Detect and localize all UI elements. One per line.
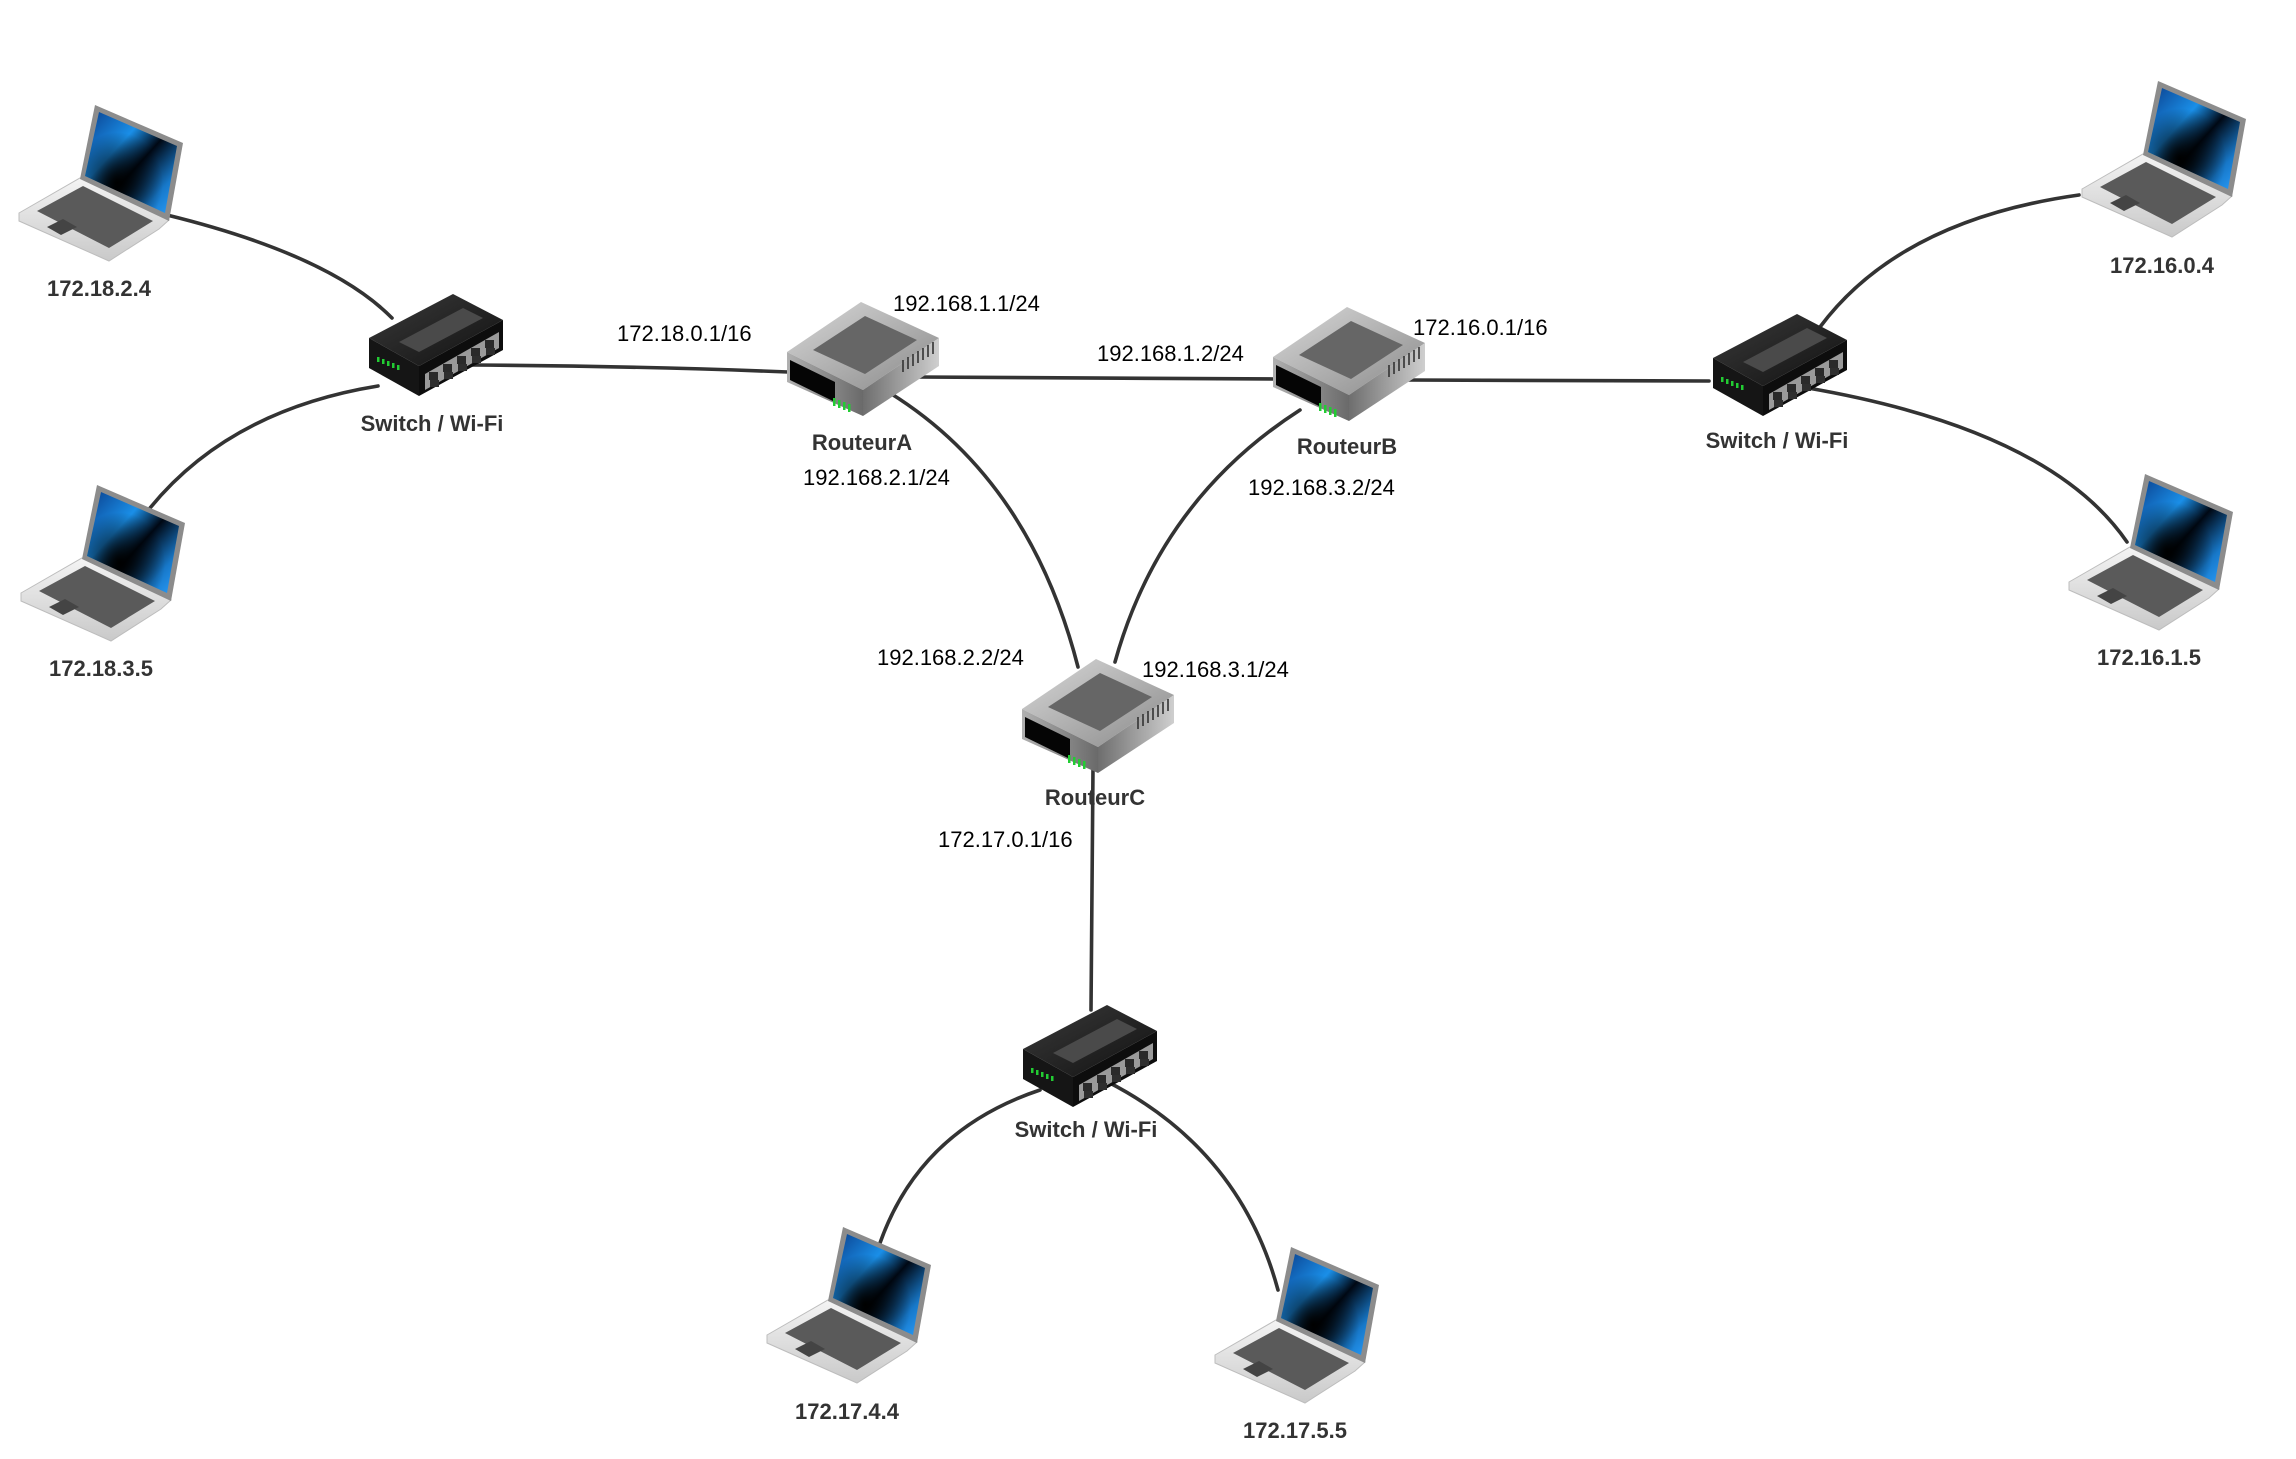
laptop-icon xyxy=(766,1227,931,1384)
laptop-label-pc6: 172.17.5.5 xyxy=(1243,1418,1347,1443)
link-routerC-switchBottom xyxy=(1089,766,1095,1012)
ip-label-routerB-to-A: 192.168.1.2/24 xyxy=(1097,341,1244,366)
link-routerA-routerC xyxy=(888,391,1080,669)
laptop-icon xyxy=(20,485,185,642)
laptop-icon xyxy=(2081,81,2246,238)
laptop-label-pc5: 172.17.4.4 xyxy=(795,1399,900,1424)
node-label-switch-left: Switch / Wi-Fi xyxy=(361,411,504,436)
ip-label-routerC-to-A: 192.168.2.2/24 xyxy=(877,645,1024,670)
link-switchBottom-pc6 xyxy=(1106,1080,1280,1292)
switch-icon xyxy=(1023,1005,1157,1107)
link-switchBottom-pc5 xyxy=(878,1088,1042,1245)
link-pc2-switchLeft xyxy=(148,384,380,510)
link-routerB-switchRight xyxy=(1403,378,1711,383)
labels-layer: RouteurA RouteurB RouteurC Switch / Wi-F… xyxy=(47,253,2215,1443)
laptop-label-pc2: 172.18.3.5 xyxy=(49,656,153,681)
ip-label-routerA-lan: 172.18.0.1/16 xyxy=(617,321,752,346)
laptop-icon xyxy=(18,105,183,262)
laptop-icon xyxy=(2068,474,2233,631)
switch-icon xyxy=(1713,314,1847,416)
ip-label-routerA-to-C: 192.168.2.1/24 xyxy=(803,465,950,490)
node-label-switch-right: Switch / Wi-Fi xyxy=(1706,428,1849,453)
node-label-routerB: RouteurB xyxy=(1297,434,1397,459)
laptop-icon xyxy=(1214,1247,1379,1404)
link-routerA-routerB xyxy=(914,375,1276,381)
link-routerB-routerC xyxy=(1113,408,1302,664)
node-label-switch-bottom: Switch / Wi-Fi xyxy=(1015,1117,1158,1142)
ip-label-routerC-lan: 172.17.0.1/16 xyxy=(938,827,1073,852)
ip-label-routerA-to-B: 192.168.1.1/24 xyxy=(893,291,1040,316)
link-switchRight-pc3 xyxy=(1818,193,2081,329)
link-switchRight-pc4 xyxy=(1806,386,2129,544)
router-icon xyxy=(787,302,939,416)
router-icon xyxy=(1022,659,1174,773)
links-layer xyxy=(148,193,2129,1292)
switch-icon xyxy=(369,294,503,396)
link-switchLeft-routerA xyxy=(470,363,790,374)
router-icon xyxy=(1273,307,1425,421)
node-label-routerA: RouteurA xyxy=(812,430,912,455)
laptop-label-pc3: 172.16.0.4 xyxy=(2110,253,2215,278)
ip-label-routerC-to-B: 192.168.3.1/24 xyxy=(1142,657,1289,682)
laptop-label-pc1: 172.18.2.4 xyxy=(47,276,152,301)
laptop-label-pc4: 172.16.1.5 xyxy=(2097,645,2201,670)
ip-label-routerB-to-C: 192.168.3.2/24 xyxy=(1248,475,1395,500)
link-pc1-switchLeft xyxy=(165,213,394,320)
ip-label-routerB-lan: 172.16.0.1/16 xyxy=(1413,315,1548,340)
nodes-layer xyxy=(18,81,2246,1404)
node-label-routerC: RouteurC xyxy=(1045,785,1145,810)
